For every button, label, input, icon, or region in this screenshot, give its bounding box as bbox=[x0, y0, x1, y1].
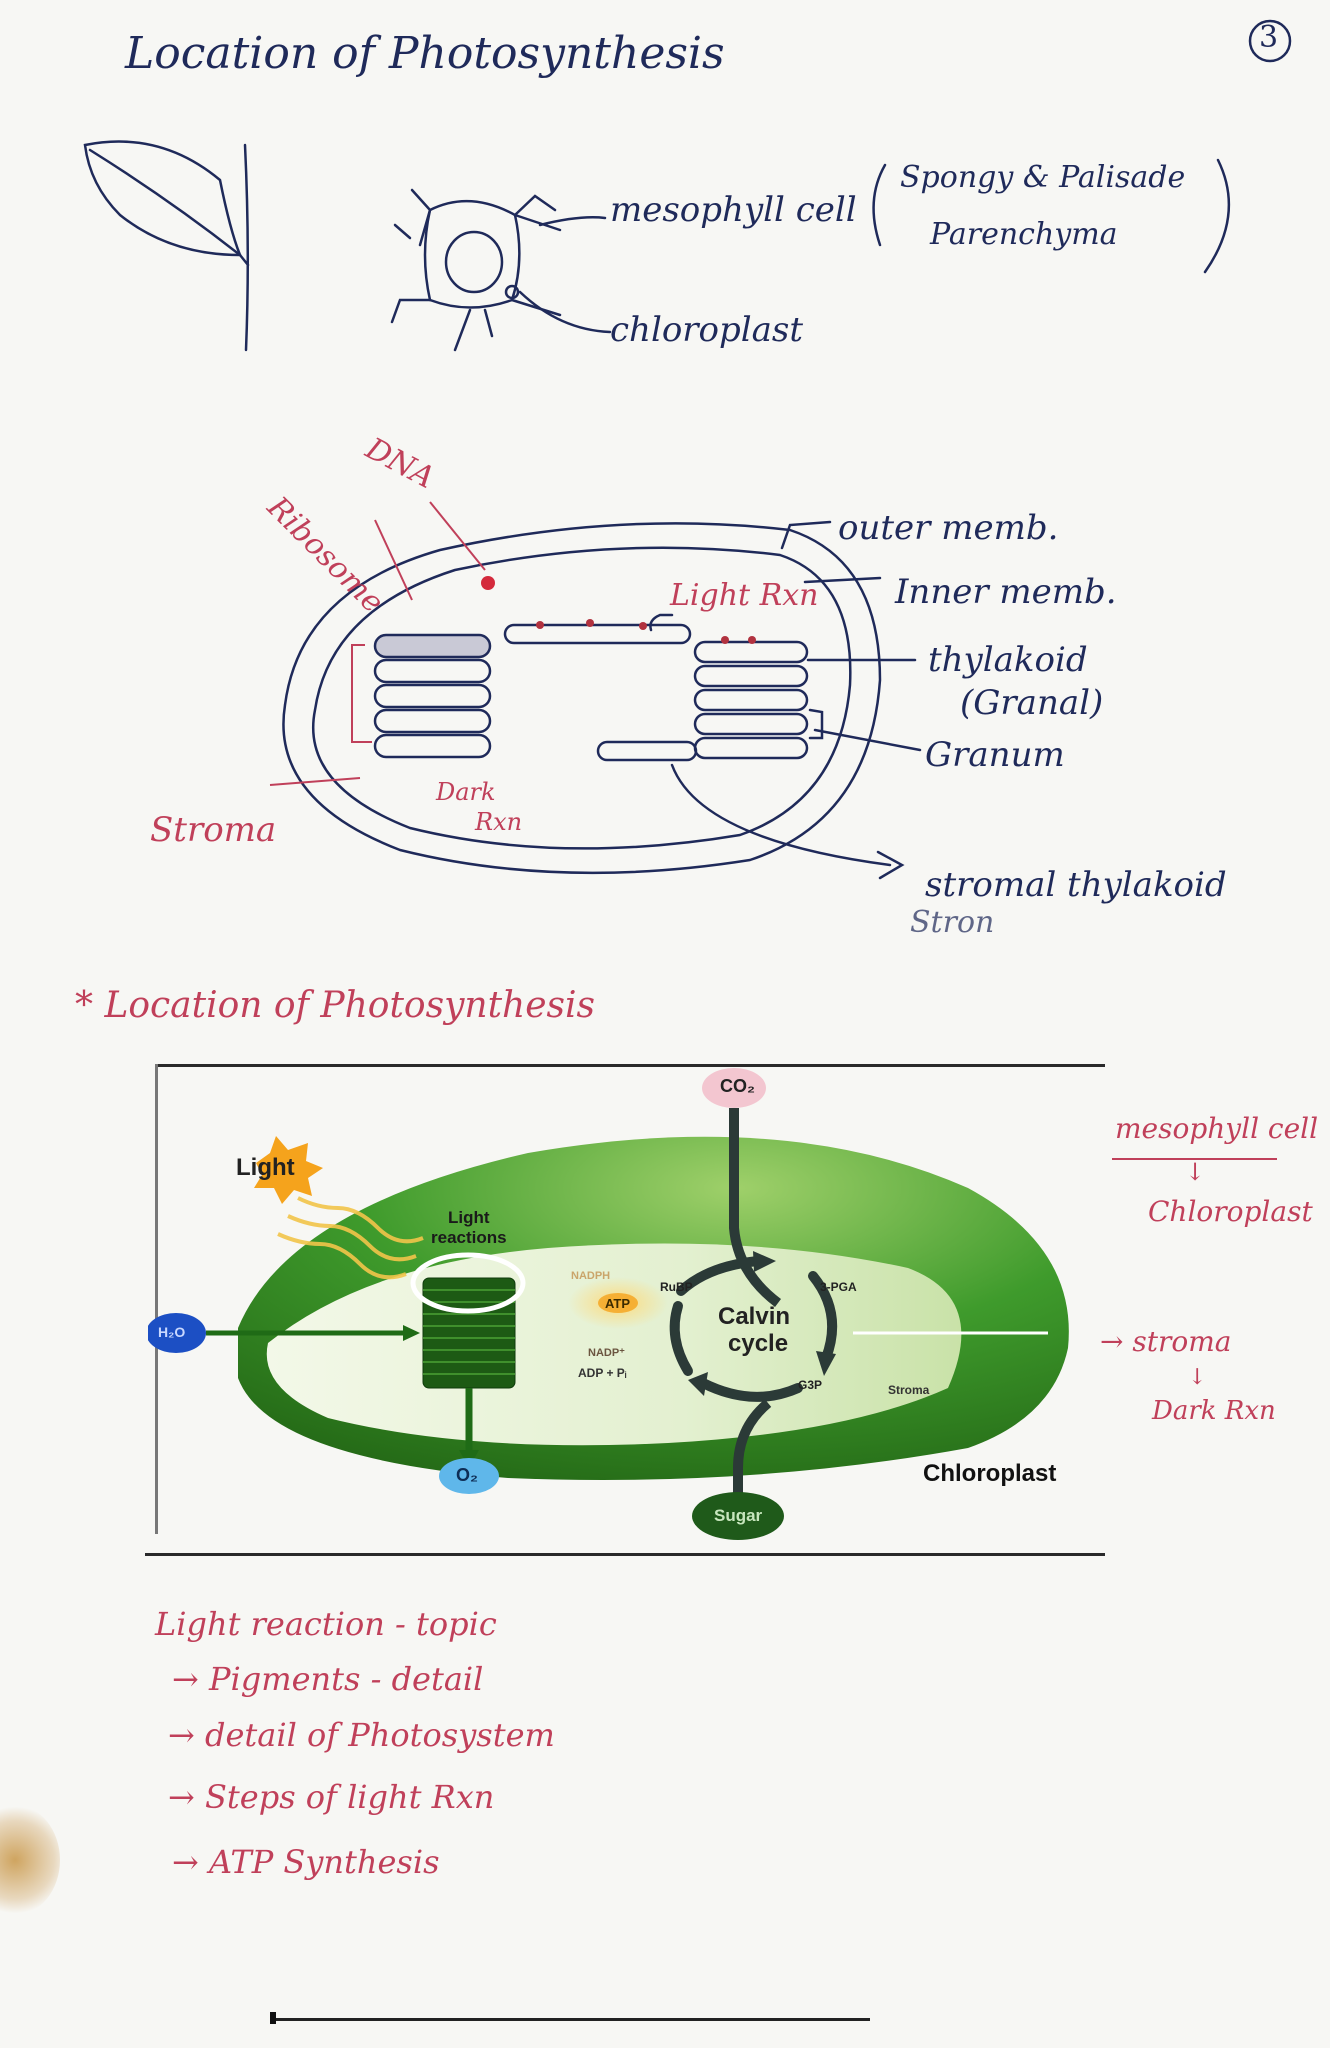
topic-item-photosystem: → detail of Photosystem bbox=[168, 1716, 555, 1754]
side-note-dark-rxn: Dark Rxn bbox=[1152, 1396, 1276, 1426]
side-note-chloroplast: Chloroplast bbox=[1148, 1195, 1313, 1228]
figure-light-reactions-2: reactions bbox=[431, 1228, 507, 1247]
figure-g3p: G3P bbox=[798, 1378, 823, 1392]
topic-item-atp: → ATP Synthesis bbox=[172, 1843, 440, 1881]
stromal-thylakoid-label: stromal thylakoid bbox=[925, 865, 1227, 905]
figure-light-reactions-1: Light bbox=[448, 1208, 490, 1227]
side-note-stroma: → stroma bbox=[1100, 1325, 1232, 1358]
chloroplast-sketch bbox=[269, 501, 922, 880]
figure-h2o: H₂O bbox=[158, 1324, 186, 1340]
figure-bottom-rule bbox=[145, 1553, 1105, 1556]
dark-rxn-label-2: Rxn bbox=[475, 808, 523, 836]
figure-atp: ATP bbox=[605, 1296, 631, 1311]
section-heading: * Location of Photosynthesis bbox=[75, 985, 596, 1026]
stroma-short-label: Stron bbox=[910, 905, 995, 940]
thylakoid-label: thylakoid bbox=[928, 640, 1088, 680]
bottom-rule bbox=[270, 2018, 870, 2021]
figure-nadp: NADP⁺ bbox=[588, 1347, 625, 1359]
figure-left-rule bbox=[155, 1064, 158, 1534]
page-number: 3 bbox=[1259, 20, 1279, 55]
side-note-arrow-1: ↓ bbox=[1185, 1158, 1206, 1186]
bottom-rule-mark bbox=[270, 2012, 276, 2024]
dark-rxn-label-1: Dark bbox=[436, 778, 496, 806]
inner-memb-label: Inner memb. bbox=[895, 572, 1117, 612]
figure-3pga: 3-PGA bbox=[820, 1280, 857, 1294]
photosynthesis-figure-art bbox=[148, 1068, 1069, 1540]
side-note-underline bbox=[1112, 1158, 1277, 1160]
figure-o2: O₂ bbox=[456, 1465, 478, 1485]
side-note-arrow-2: ↓ bbox=[1188, 1365, 1207, 1390]
figure-rubp: RuBP bbox=[660, 1280, 693, 1294]
mesophyll-types-2: Parenchyma bbox=[930, 217, 1118, 252]
page-number-circle bbox=[1248, 19, 1292, 63]
mesophyll-sketch bbox=[83, 140, 1231, 352]
figure-top-rule bbox=[155, 1064, 1105, 1067]
outer-memb-label: outer memb. bbox=[838, 508, 1059, 548]
topic-item-steps: → Steps of light Rxn bbox=[168, 1778, 495, 1816]
mesophyll-label: mesophyll cell bbox=[610, 190, 857, 230]
figure-calvin-2: cycle bbox=[728, 1330, 789, 1357]
page-title: Location of Photosynthesis bbox=[125, 28, 725, 79]
figure-calvin-1: Calvin bbox=[718, 1303, 791, 1330]
page-stain bbox=[0, 1805, 60, 1915]
mesophyll-types: Spongy & Palisade bbox=[900, 160, 1186, 195]
figure-light: Light bbox=[236, 1154, 295, 1181]
chloroplast-label: chloroplast bbox=[610, 310, 804, 350]
figure-sugar: Sugar bbox=[714, 1506, 763, 1525]
figure-stroma: Stroma bbox=[888, 1383, 930, 1397]
figure-co2: CO₂ bbox=[720, 1076, 755, 1096]
topic-item-pigments: → Pigments - detail bbox=[172, 1660, 484, 1698]
photosynthesis-figure: CO₂ Light Light reactions H₂O O₂ NADPH A… bbox=[148, 1058, 1104, 1556]
granal-label: (Granal) bbox=[960, 683, 1104, 723]
topic-heading: Light reaction - topic bbox=[155, 1605, 497, 1643]
figure-nadph: NADPH bbox=[571, 1270, 611, 1282]
stroma-label: Stroma bbox=[150, 810, 277, 850]
figure-adp: ADP + Pᵢ bbox=[578, 1366, 627, 1380]
granum-label: Granum bbox=[925, 735, 1065, 775]
side-note-mesophyll: mesophyll cell bbox=[1115, 1112, 1319, 1145]
light-rxn-label: Light Rxn bbox=[670, 578, 819, 613]
figure-chloroplast: Chloroplast bbox=[923, 1460, 1057, 1487]
